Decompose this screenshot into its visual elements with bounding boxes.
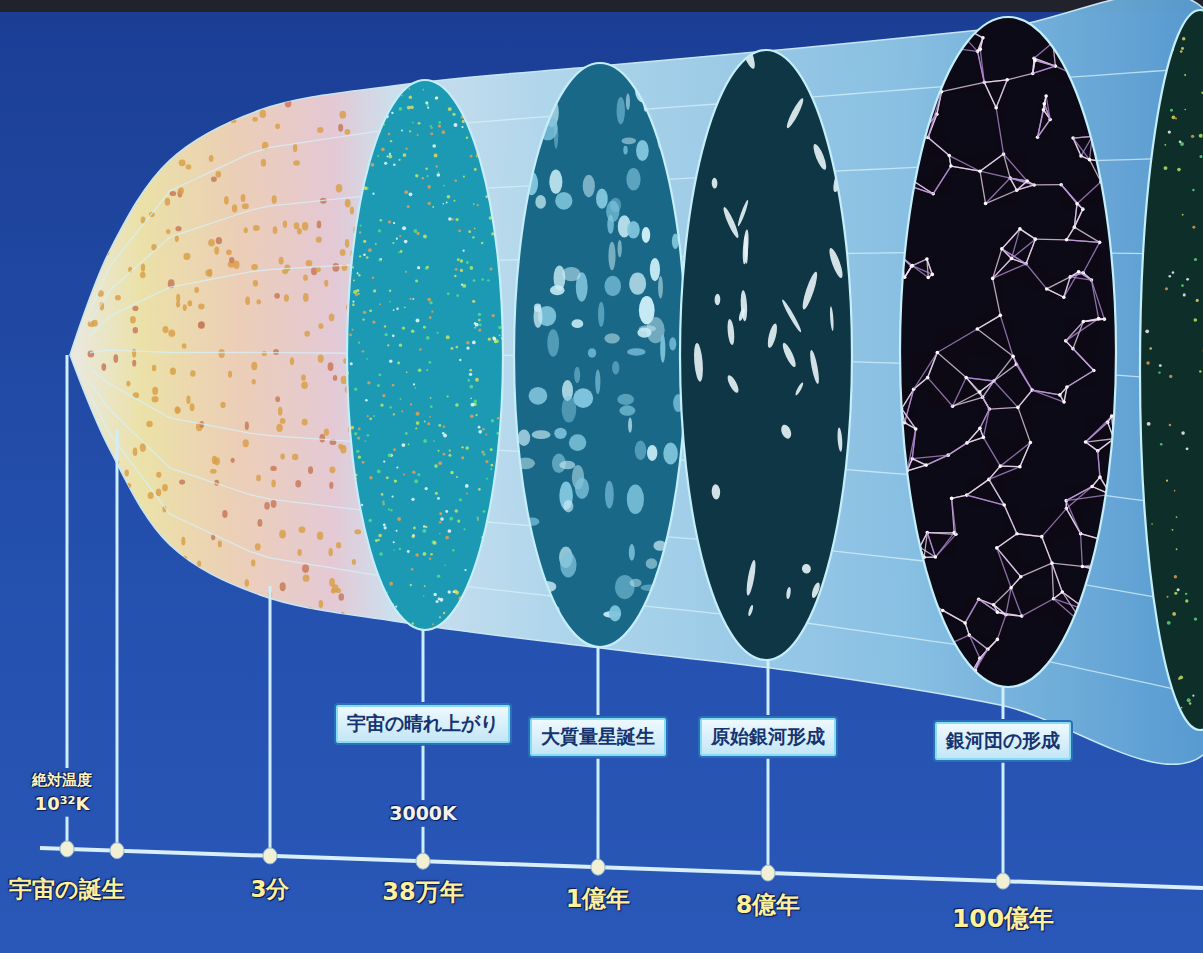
epoch-label-text: 銀河団の形成 [946, 729, 1060, 753]
epoch-oval [346, 79, 505, 631]
timeline-dots [60, 841, 1010, 889]
top-strip [0, 0, 1203, 12]
epoch-oval [898, 17, 1116, 687]
epoch-oval [680, 37, 852, 675]
epoch-label-text: 原始銀河形成 [711, 725, 825, 749]
epoch-label-box: 原始銀河形成 [700, 718, 836, 756]
epoch-label-box: 銀河団の形成 [935, 722, 1071, 760]
epoch-oval [510, 52, 693, 651]
temperature-label: 10³²K [35, 794, 90, 815]
time-label: 8億年 [736, 892, 801, 920]
epoch-oval [1140, 10, 1203, 730]
leader-lines [67, 355, 1003, 875]
universe-cone [70, 0, 1203, 764]
temperature-label: 3000K [389, 803, 457, 825]
epoch-label-text: 大質量星誕生 [541, 725, 655, 749]
time-label: 100億年 [952, 905, 1054, 934]
time-label: 1億年 [566, 886, 631, 914]
time-label: 宇宙の誕生 [9, 876, 125, 902]
temperature-label: 絶対温度 [32, 772, 92, 789]
epoch-label-box: 宇宙の晴れ上がり [336, 705, 510, 743]
epoch-label-text: 宇宙の晴れ上がり [347, 712, 499, 736]
time-label: 38万年 [382, 879, 463, 907]
epoch-label-box: 大質量星誕生 [530, 718, 666, 756]
time-label: 3分 [250, 876, 289, 902]
timeline-axis [40, 848, 1203, 888]
